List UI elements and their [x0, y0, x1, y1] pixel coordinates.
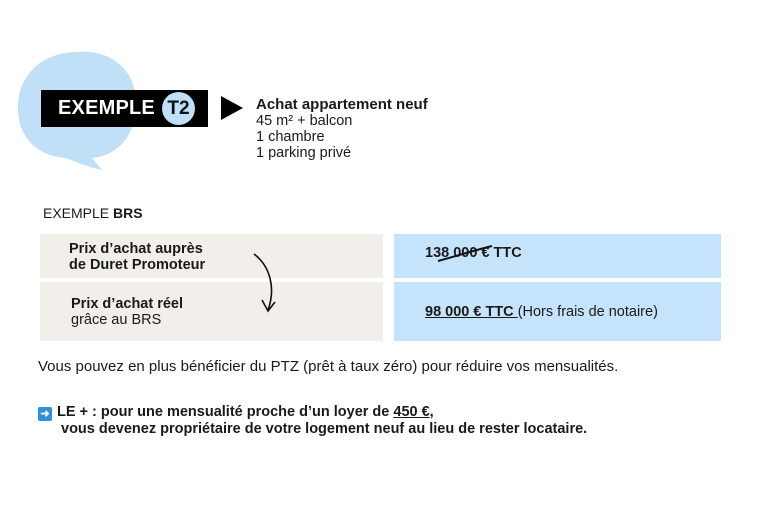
section-heading: EXEMPLE BRS [43, 205, 143, 221]
arrow-right-icon: ➜ [38, 407, 52, 421]
plus-line2: vous devenez propriétaire de votre logem… [61, 421, 588, 437]
plus-note: ➜ LE + : pour une mensualité proche d’un … [38, 404, 587, 438]
row2-label-bold: Prix d’achat réel [71, 296, 184, 312]
row1-label-line: de Duret Promoteur [69, 257, 206, 273]
struck-price: 138 000 € [425, 245, 490, 261]
curved-arrow-icon [253, 253, 276, 313]
plus-lead: LE + : pour une mensualité proche d’un l… [57, 404, 394, 420]
ptz-paragraph: Vous pouvez en plus bénéficier du PTZ (p… [38, 358, 619, 375]
row1-label-cell: Prix d’achat auprès de Duret Promoteur [40, 234, 383, 278]
strike-line [437, 245, 493, 262]
row2-price-cell: 98 000 € TTC (Hors frais de notaire) [394, 282, 721, 341]
real-price: 98 000 € TTC [425, 304, 518, 320]
heading-bold: BRS [113, 205, 143, 221]
spec-line: 1 chambre [256, 129, 325, 145]
price-note: (Hors frais de notaire) [517, 304, 658, 320]
example-tag-label: EXEMPLE [58, 97, 155, 119]
play-triangle-icon [221, 96, 243, 120]
heading-prefix: EXEMPLE [43, 205, 114, 221]
row1-label-line: Prix d’achat auprès [69, 241, 203, 257]
row2-label-sub: grâce au BRS [71, 312, 162, 328]
spec-line: 45 m² + balcon [256, 113, 353, 129]
specs-title: Achat appartement neuf [256, 96, 428, 113]
plus-after: , [429, 404, 434, 420]
price-suffix: TTC [489, 245, 522, 261]
rent-amount: 450 € [393, 404, 430, 420]
apartment-specs: Achat appartement neuf 45 m² + balcon 1 … [256, 96, 428, 162]
row1-price-cell: 138 000 € TTC [394, 234, 721, 278]
t2-badge: T2 [162, 92, 195, 125]
spec-line: 1 parking privé [256, 145, 352, 161]
row2-label-cell: Prix d’achat réel grâce au BRS [40, 282, 383, 341]
